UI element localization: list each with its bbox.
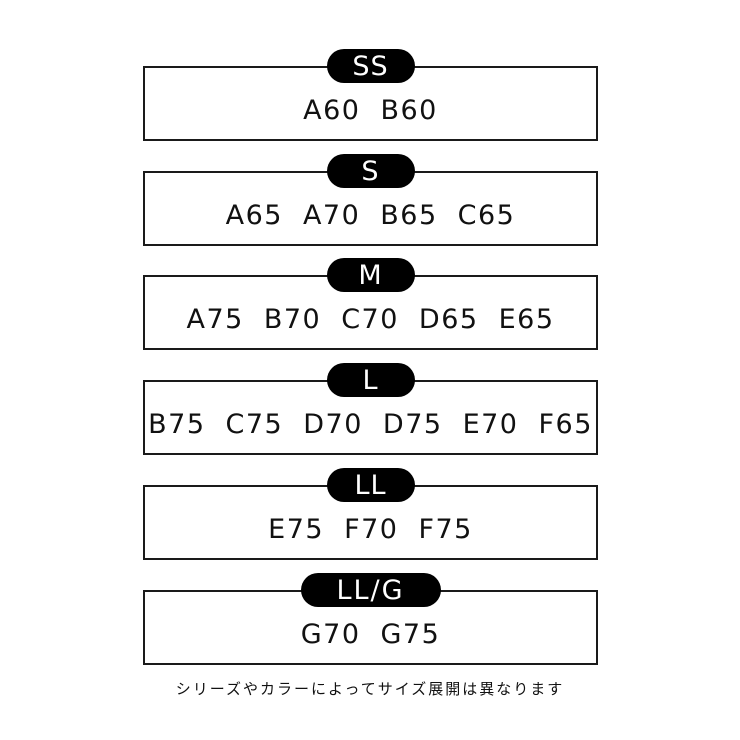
size-label-badge: SS bbox=[326, 49, 415, 83]
size-code: B75 bbox=[148, 408, 206, 440]
size-code: C65 bbox=[457, 199, 516, 231]
size-codes: A60 B60 bbox=[145, 92, 596, 128]
size-code: F70 bbox=[344, 513, 399, 545]
size-code: B60 bbox=[380, 94, 438, 126]
size-label-badge: LL bbox=[326, 468, 415, 502]
size-code: D75 bbox=[382, 408, 443, 440]
size-code: G75 bbox=[380, 618, 441, 650]
size-codes: A65 A70 B65 C65 bbox=[145, 197, 596, 233]
size-code: G70 bbox=[300, 618, 361, 650]
size-code: E75 bbox=[268, 513, 325, 545]
size-code: D70 bbox=[303, 408, 363, 440]
size-code: E70 bbox=[462, 408, 519, 440]
size-label-badge: LL/G bbox=[300, 573, 441, 607]
size-code: B65 bbox=[380, 199, 438, 231]
size-codes: B75 C75 D70 D75 E70 F65 bbox=[145, 406, 596, 442]
size-code: A75 bbox=[186, 303, 244, 335]
size-code: E65 bbox=[498, 303, 555, 335]
size-group-s: S A65 A70 B65 C65 bbox=[143, 154, 598, 246]
size-code: C70 bbox=[341, 303, 399, 335]
size-code: A60 bbox=[303, 94, 361, 126]
size-code: A65 bbox=[225, 199, 283, 231]
size-code: F75 bbox=[418, 513, 473, 545]
size-codes: A75 B70 C70 D65 E65 bbox=[145, 301, 596, 337]
size-group-m: M A75 B70 C70 D65 E65 bbox=[143, 258, 598, 350]
size-code: D65 bbox=[418, 303, 479, 335]
size-group-ss: SS A60 B60 bbox=[143, 49, 598, 141]
size-group-ll: LL E75 F70 F75 bbox=[143, 468, 598, 560]
size-label-badge: M bbox=[326, 258, 415, 292]
size-label-badge: L bbox=[326, 363, 415, 397]
size-code: C75 bbox=[225, 408, 284, 440]
size-group-ll-g: LL/G G70 G75 bbox=[143, 573, 598, 665]
footnote: シリーズやカラーによってサイズ展開は異なります bbox=[175, 680, 565, 698]
size-label-badge: S bbox=[326, 154, 415, 188]
size-code: F65 bbox=[538, 408, 593, 440]
size-codes: E75 F70 F75 bbox=[145, 511, 596, 547]
size-codes: G70 G75 bbox=[145, 616, 596, 652]
size-code: B70 bbox=[263, 303, 322, 335]
size-group-l: L B75 C75 D70 D75 E70 F65 bbox=[143, 363, 598, 455]
size-code: A70 bbox=[302, 199, 361, 231]
